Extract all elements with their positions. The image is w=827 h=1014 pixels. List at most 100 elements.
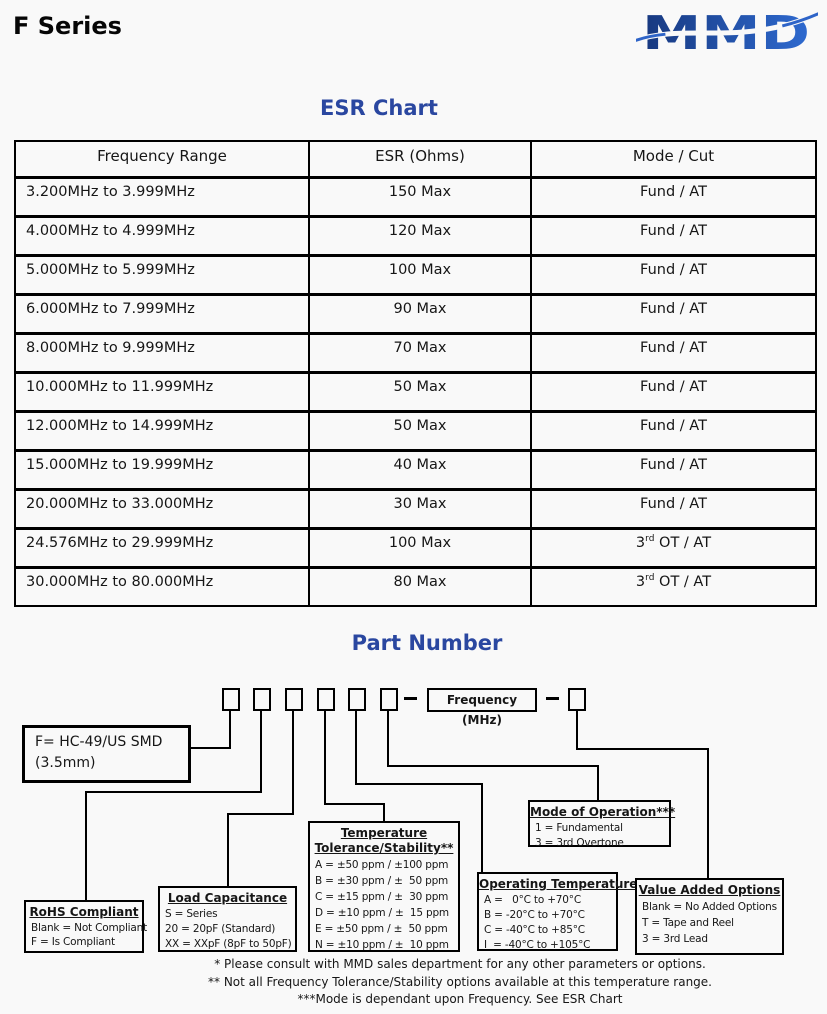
operating-temperature-title: Operating Temperature: [479, 877, 638, 891]
option-line: E = ±50 ppm / ± 50 ppm: [315, 923, 448, 935]
connector-line: [85, 791, 87, 900]
connector-line: [85, 791, 262, 793]
series-description-box: F= HC-49/US SMD (3.5mm): [22, 725, 191, 783]
esr-table: Frequency Range ESR (Ohms) Mode / Cut 3.…: [14, 140, 817, 607]
footnotes: * Please consult with MMD sales departme…: [60, 956, 827, 1009]
connector-line: [387, 765, 599, 767]
esr-cell: 50 Max: [308, 410, 532, 452]
connector-line: [481, 783, 483, 872]
esr-cell: 150 Max: [308, 176, 532, 218]
mode-cut-cell: 3rd OT / AT: [530, 527, 817, 569]
frequency-range-cell: 6.000MHz to 7.999MHz: [14, 293, 310, 335]
option-line: Blank = Not Compliant: [31, 922, 147, 934]
column-header-esr-ohms: ESR (Ohms): [308, 140, 532, 179]
frequency-range-cell: 12.000MHz to 14.999MHz: [14, 410, 310, 452]
logo-swoosh-blue: [633, 11, 821, 43]
connector-line: [576, 748, 709, 750]
option-line: A = 0°C to +70°C: [484, 894, 581, 906]
frequency-box: Frequency (MHz): [427, 688, 537, 727]
frequency-range-cell: 8.000MHz to 9.999MHz: [14, 332, 310, 374]
rohs-compliant-title: RoHS Compliant: [29, 905, 139, 919]
connector-line: [292, 711, 294, 815]
mode-cut-cell: 3rd OT / AT: [530, 566, 817, 607]
option-line: F= HC-49/US SMD: [35, 734, 163, 750]
connector-line: [227, 813, 294, 815]
option-line: XX = XXpF (8pF to 50pF): [165, 938, 292, 950]
esr-cell: 30 Max: [308, 488, 532, 530]
mode-cut-cell: Fund / AT: [530, 410, 817, 452]
option-line: 3 = 3rd Lead: [642, 933, 708, 945]
column-header-mode-cut: Mode / Cut: [530, 140, 817, 179]
mode-cut-cell: Fund / AT: [530, 254, 817, 296]
part-digit-box-rohs: [253, 688, 271, 711]
option-line: 20 = 20pF (Standard): [165, 923, 276, 935]
mode-of-operation-title: Mode of Operation***: [530, 805, 676, 819]
connector-line: [576, 711, 578, 750]
connector-line: [324, 803, 385, 805]
option-line: N = ±10 ppm / ± 10 ppm: [315, 939, 449, 951]
connector-line: [387, 711, 389, 767]
footnote: ***Mode is dependant upon Frequency. See…: [297, 992, 623, 1006]
value-added-options-list: Blank = No Added Options T = Tape and Ree…: [637, 898, 782, 947]
option-line: (3.5mm): [35, 755, 96, 771]
frequency-range-cell: 15.000MHz to 19.999MHz: [14, 449, 310, 491]
frequency-range-cell: 30.000MHz to 80.000MHz: [14, 566, 310, 607]
part-digit-box-tolerance: [317, 688, 335, 711]
option-line: C = -40°C to +85°C: [484, 924, 585, 936]
mode-cut-cell: Fund / AT: [530, 488, 817, 530]
part-digit-box-operating-temp: [348, 688, 366, 711]
title-line: Temperature: [340, 826, 428, 840]
mode-cut-cell: Fund / AT: [530, 332, 817, 374]
mode-cut-cell: Fund / AT: [530, 449, 817, 491]
load-capacitance-options: S = Series 20 = 20pF (Standard) XX = XXpF …: [160, 906, 295, 952]
option-line: T = Tape and Reel: [642, 917, 734, 929]
option-line: S = Series: [165, 908, 218, 920]
column-header-frequency-range: Frequency Range: [14, 140, 310, 179]
mode-cut-cell: Fund / AT: [530, 215, 817, 257]
part-number-title: Part Number: [351, 631, 503, 655]
connector-line: [229, 711, 231, 749]
frequency-range-cell: 5.000MHz to 5.999MHz: [14, 254, 310, 296]
rohs-compliant-options: Blank = Not Compliant F = Is Compliant: [26, 920, 147, 949]
option-line: F = Is Compliant: [31, 936, 115, 948]
option-line: Blank = No Added Options: [642, 901, 777, 913]
frequency-range-cell: 24.576MHz to 29.999MHz: [14, 527, 310, 569]
part-digit-box-value-added: [568, 688, 586, 711]
dash-separator: [404, 697, 417, 700]
esr-cell: 50 Max: [308, 371, 532, 413]
connector-line: [707, 748, 709, 878]
title-line: Tolerance/Stability**: [314, 841, 454, 855]
frequency-range-cell: 20.000MHz to 33.000MHz: [14, 488, 310, 530]
part-digit-box-series: [222, 688, 240, 711]
connector-line: [355, 711, 357, 785]
connector-line: [188, 747, 231, 749]
mode-cut-cell: Fund / AT: [530, 176, 817, 218]
esr-chart-title: ESR Chart: [320, 96, 438, 120]
esr-cell: 90 Max: [308, 293, 532, 335]
mmd-logo: MMD: [633, 6, 822, 60]
esr-cell: 40 Max: [308, 449, 532, 491]
option-line: C = ±15 ppm / ± 30 ppm: [315, 891, 449, 903]
value-added-options-title: Value Added Options: [638, 883, 781, 897]
esr-table-header-row: Frequency Range ESR (Ohms) Mode / Cut: [14, 140, 817, 179]
connector-line: [597, 765, 599, 800]
esr-cell: 120 Max: [308, 215, 532, 257]
connector-line: [260, 711, 262, 793]
frequency-range-cell: 4.000MHz to 4.999MHz: [14, 215, 310, 257]
dash-separator: [546, 697, 559, 700]
